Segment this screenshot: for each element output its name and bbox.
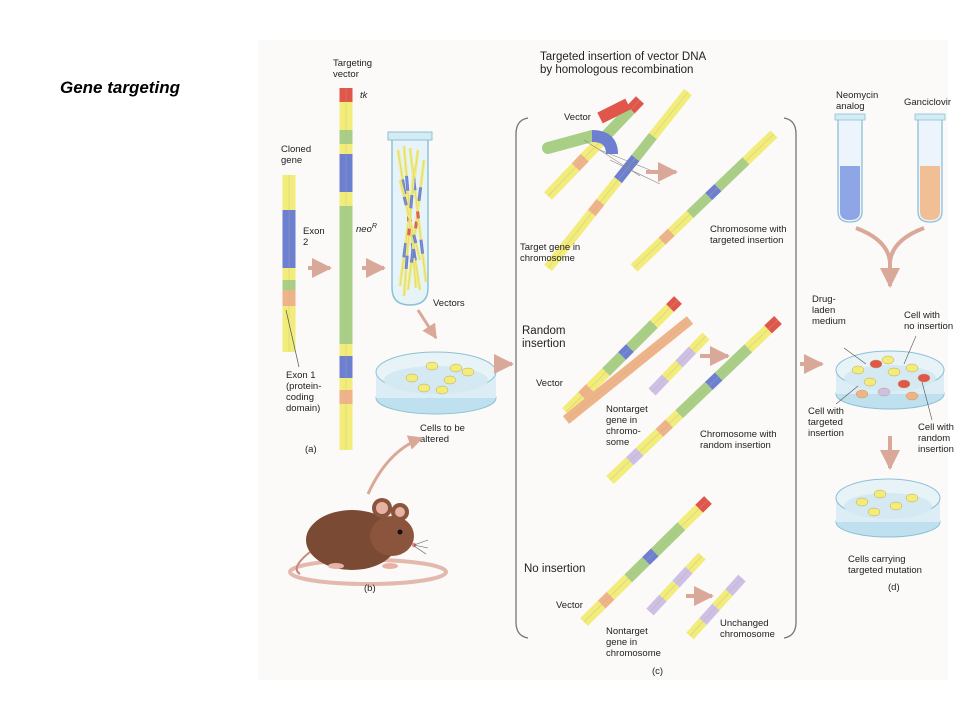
slide-title: Gene targeting bbox=[60, 78, 180, 97]
panel-b-tag: (b) bbox=[364, 583, 376, 594]
leader-exon1 bbox=[285, 309, 300, 368]
petri-dish-drug-laden bbox=[835, 350, 945, 410]
vector-test-tube bbox=[387, 131, 433, 306]
vector-homologous-overlay bbox=[542, 98, 661, 185]
panel-a-tag: (a) bbox=[305, 444, 317, 455]
mouse-illustration bbox=[288, 498, 448, 586]
bracket-right bbox=[783, 117, 797, 639]
panel-c-tag: (c) bbox=[652, 666, 663, 677]
label-neo-r: neoR bbox=[356, 223, 377, 235]
bracket-left bbox=[515, 117, 529, 639]
label-vector-2: Vector bbox=[536, 378, 563, 389]
figure-background bbox=[258, 40, 948, 680]
petri-dish-final bbox=[835, 478, 941, 538]
label-tk: tk bbox=[360, 90, 369, 101]
ganciclovir-tube bbox=[914, 113, 946, 223]
label-no-insertion: No insertion bbox=[524, 563, 585, 575]
label-vector-3: Vector bbox=[556, 600, 583, 611]
panel-d-tag: (d) bbox=[888, 582, 900, 593]
label-vectors: Vectors bbox=[433, 298, 465, 309]
label-ganciclovir: Ganciclovir bbox=[904, 97, 951, 108]
panel-b: (b) bbox=[288, 435, 448, 594]
label-vector-1: Vector bbox=[564, 112, 591, 123]
petri-dish-cells-to-alter bbox=[375, 351, 497, 415]
neomycin-tube bbox=[834, 113, 866, 223]
arrow-mouse-to-dish bbox=[366, 435, 424, 495]
arrow-tube-to-dish bbox=[416, 309, 438, 340]
arrow-merge bbox=[855, 226, 925, 263]
